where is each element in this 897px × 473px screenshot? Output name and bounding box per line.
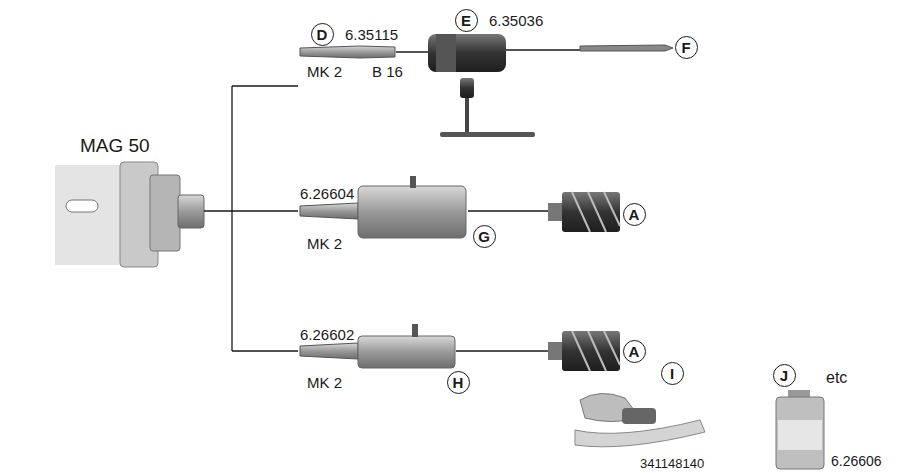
callout-letter: D bbox=[317, 27, 328, 42]
callout-circle: A bbox=[623, 340, 646, 363]
part-number: 6.35115 bbox=[345, 27, 398, 42]
part-number: B 16 bbox=[372, 64, 403, 79]
part-number: 6.26606 bbox=[831, 454, 882, 468]
callout-letter: J bbox=[780, 368, 788, 383]
callout-letter: E bbox=[461, 13, 471, 28]
machine-picture bbox=[55, 162, 204, 267]
callout-circle: A bbox=[623, 203, 646, 226]
callout-letter: G bbox=[478, 229, 490, 244]
part-number: 6.26604 bbox=[300, 186, 354, 201]
branch-lines bbox=[204, 50, 580, 351]
callout-circle: I bbox=[661, 362, 684, 385]
holder-picture bbox=[300, 176, 466, 238]
part-number: 6.26602 bbox=[300, 327, 354, 342]
callout-letter: H bbox=[453, 375, 464, 390]
callout-circle: E bbox=[455, 9, 478, 32]
callout-circle: H bbox=[447, 371, 470, 394]
machine-name: MAG 50 bbox=[80, 136, 150, 155]
strap-picture bbox=[575, 393, 705, 446]
cutter-picture bbox=[548, 192, 620, 232]
part-number: MK 2 bbox=[307, 375, 342, 390]
part-number: MK 2 bbox=[307, 64, 342, 79]
cutter-picture bbox=[548, 331, 620, 371]
callout-circle: G bbox=[473, 225, 496, 248]
callout-circle: D bbox=[311, 23, 334, 46]
callout-letter: I bbox=[670, 366, 674, 381]
callout-letter: A bbox=[629, 344, 640, 359]
callout-circle: J bbox=[773, 364, 796, 387]
callout-letter: F bbox=[681, 40, 690, 55]
drill-picture bbox=[580, 45, 673, 51]
callout-circle: F bbox=[675, 36, 698, 59]
callout-letter: A bbox=[629, 207, 640, 222]
chuck-picture bbox=[428, 34, 535, 137]
spray-can-picture bbox=[776, 390, 824, 469]
part-number: 341148140 bbox=[640, 457, 704, 470]
part-number: 6.35036 bbox=[489, 13, 543, 28]
holder-picture bbox=[300, 324, 455, 368]
part-number: MK 2 bbox=[307, 236, 342, 251]
note-text: etc bbox=[826, 370, 847, 386]
arbor-picture bbox=[300, 46, 395, 58]
